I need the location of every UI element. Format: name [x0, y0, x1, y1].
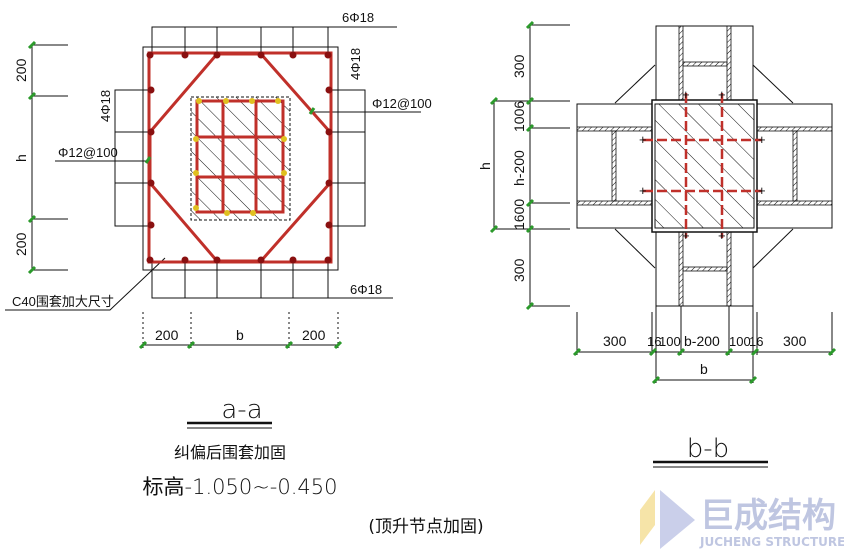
dims-left-bb: 300 1006 h-200 1600 300 h — [477, 20, 570, 311]
dim-text: 300 — [603, 333, 627, 349]
section-subtitle: 纠偏后围套加固 — [174, 443, 286, 462]
dim-text: 100 — [659, 334, 681, 349]
dim-text: h — [13, 154, 29, 162]
inner-rebar-dots — [193, 98, 287, 216]
dim-text: 1006 — [511, 101, 527, 132]
dims-bottom-bb: 300 16 100 b-200 100 16 300 b — [572, 306, 837, 385]
dim-text: 200 — [13, 232, 29, 256]
dim-text: 300 — [511, 258, 527, 282]
svg-text:+: + — [718, 87, 726, 102]
section-bb: + + + + + + + + 300 1006 h-200 1600 300 h — [477, 20, 837, 468]
inner-rebar-grid — [195, 99, 285, 214]
left-rebar-label: 4Φ18 — [98, 90, 113, 122]
svg-text:+: + — [758, 183, 766, 198]
top-rebar-label: 6Φ18 — [342, 10, 374, 25]
section-title-bb: b-b — [687, 434, 729, 464]
dim-text: 1600 — [511, 199, 527, 230]
section-title-aa: a-a — [221, 395, 262, 425]
existing-column — [190, 96, 291, 221]
svg-text:+: + — [718, 228, 726, 243]
elevation-label: 标高-1.050~-0.450 — [143, 475, 338, 499]
dim-text: b — [236, 327, 244, 343]
dim-text: 16 — [749, 334, 763, 349]
section-aa: 6Φ18 6Φ18 4Φ18 4Φ18 Φ12@100 Φ12@100 C40围… — [5, 10, 432, 499]
jacket-outline — [142, 46, 339, 271]
dim-text: h-200 — [511, 150, 527, 186]
rebar-leaders — [5, 26, 421, 311]
svg-text:+: + — [639, 132, 647, 147]
watermark-logo: 巨成结构 JUCHENG STRUCTURE — [640, 490, 844, 549]
dim-text: 200 — [155, 327, 179, 343]
right-rebar-label: 4Φ18 — [348, 48, 363, 80]
dim-text: 16 — [647, 334, 661, 349]
svg-text:+: + — [682, 228, 690, 243]
jacket-rebar-dots — [146, 51, 333, 264]
column-concrete — [654, 103, 755, 229]
through-bolts — [643, 93, 762, 238]
svg-text:+: + — [639, 183, 647, 198]
jacket-note: C40围套加大尺寸 — [12, 294, 114, 309]
dim-text: 200 — [13, 58, 29, 82]
watermark-name-en: JUCHENG STRUCTURE — [699, 535, 844, 549]
dim-text: h — [477, 162, 493, 170]
svg-text:+: + — [682, 87, 690, 102]
stirrup-right-label: Φ12@100 — [372, 96, 432, 111]
bottom-rebar-label: 6Φ18 — [350, 282, 382, 297]
bolt-ends: + + + + + + + + — [639, 87, 766, 243]
dims-bottom-aa: 200 b 200 — [138, 312, 343, 350]
dim-text: b — [700, 361, 708, 377]
dim-text: b-200 — [684, 333, 720, 349]
svg-text:+: + — [758, 132, 766, 147]
stirrup-left-label: Φ12@100 — [58, 145, 118, 160]
dim-text: 300 — [783, 333, 807, 349]
dims-left-aa: 200 h 200 — [13, 40, 68, 275]
caption: (顶升节点加固) — [368, 517, 483, 537]
dim-text: 100 — [729, 334, 751, 349]
dim-text: 200 — [302, 327, 326, 343]
dim-text: 300 — [511, 54, 527, 78]
watermark-name: 巨成结构 — [700, 496, 836, 536]
